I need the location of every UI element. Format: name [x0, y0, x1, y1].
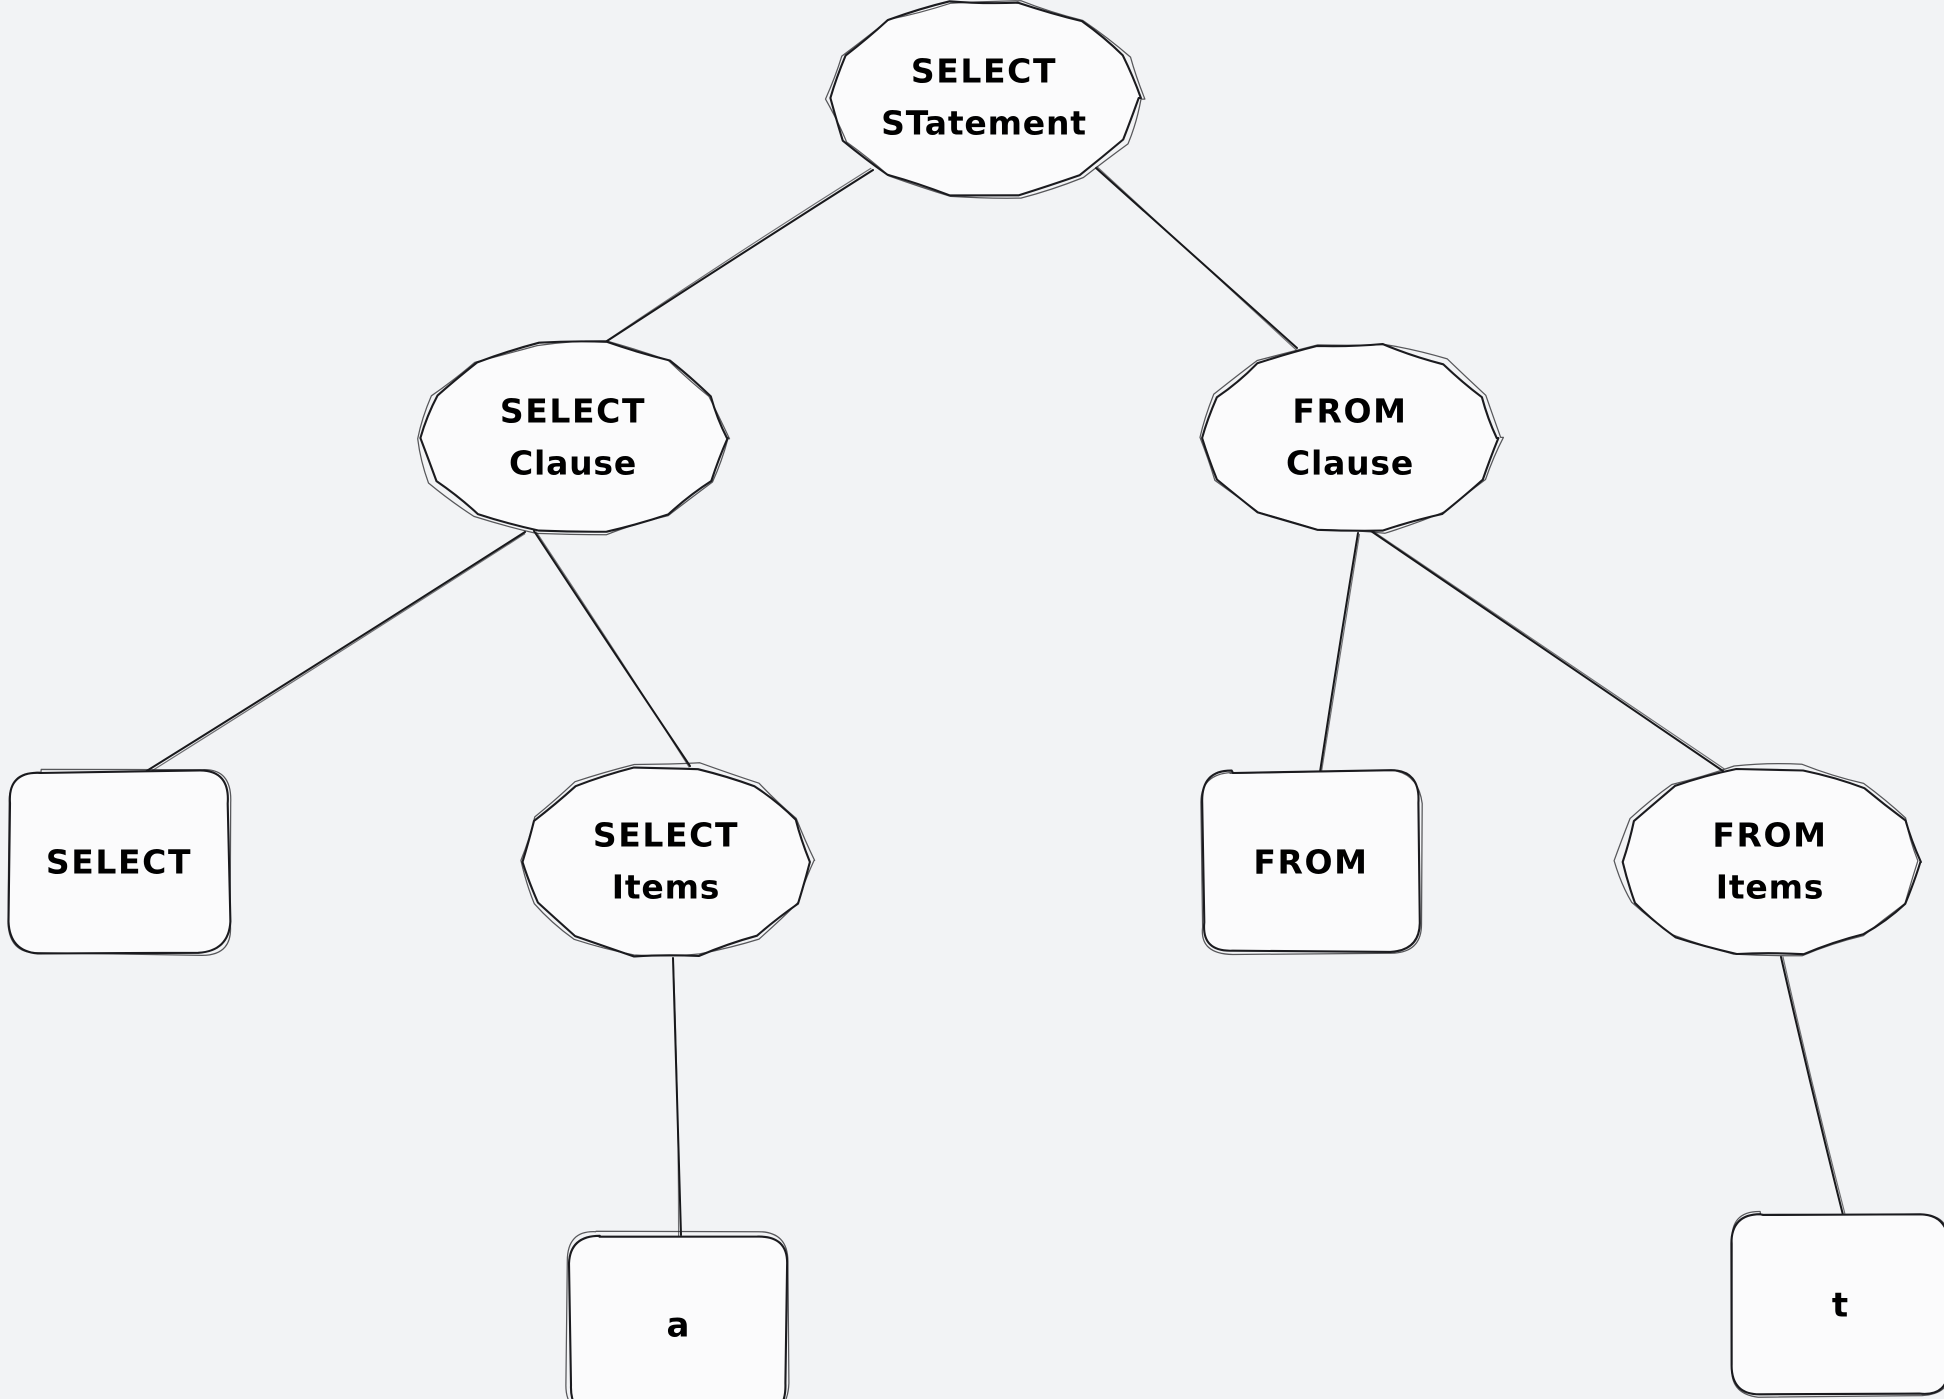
- edge-root-from-clause: [1095, 166, 1298, 351]
- edge-root-select-clause: [605, 167, 874, 342]
- node-label-from-clause-line2: Clause: [1286, 444, 1414, 483]
- edge-select-clause-items: [533, 530, 691, 768]
- edge-from-items-t: [1780, 956, 1846, 1216]
- node-label-column-a: a: [667, 1306, 690, 1346]
- node-from-items[interactable]: FROM Items: [1613, 762, 1922, 957]
- node-outline-column-a: [567, 1234, 789, 1399]
- node-select-items[interactable]: SELECT Items: [520, 762, 816, 958]
- node-label-select-items-line2: Items: [612, 868, 720, 907]
- node-from-clause[interactable]: FROM Clause: [1199, 342, 1505, 534]
- node-outline-select-statement: [829, 0, 1142, 197]
- node-label-select-items-line1: SELECT: [593, 816, 739, 855]
- node-label-from-clause-line1: FROM: [1292, 392, 1407, 431]
- node-select-clause[interactable]: SELECT Clause: [417, 340, 731, 536]
- node-label-select-clause-line1: SELECT: [500, 392, 646, 431]
- node-label-from-terminal: FROM: [1253, 843, 1368, 882]
- node-outline-ghost-table-t: [1731, 1210, 1944, 1398]
- node-outline-ghost-select-clause: [417, 340, 731, 536]
- node-outline-ghost-select-items: [520, 762, 816, 957]
- edges-layer: [144, 166, 1846, 1237]
- node-label-from-items-line1: FROM: [1712, 816, 1827, 855]
- node-outline-from-clause: [1201, 342, 1500, 532]
- node-label-select-terminal: SELECT: [46, 843, 192, 882]
- edge-select-items-a: [672, 957, 682, 1237]
- node-outline-ghost-from-terminal: [1200, 769, 1423, 956]
- node-select-statement[interactable]: SELECT STatement: [824, 0, 1146, 199]
- node-label-table-t: t: [1832, 1286, 1848, 1326]
- nodes-layer: SELECTSTatementSELECTClauseFROMClauseSEL…: [7, 0, 1944, 1399]
- node-outline-ghost-column-a: [565, 1230, 790, 1399]
- node-outline-ghost-from-clause: [1199, 343, 1505, 534]
- edge-select-clause-terminal: [144, 531, 526, 775]
- node-label-select-statement-line1: SELECT: [911, 52, 1057, 91]
- node-label-select-clause-line2: Clause: [509, 444, 637, 483]
- node-outline-select-items: [521, 766, 811, 958]
- node-label-select-statement-line2: STatement: [881, 104, 1087, 143]
- edge-from-clause-terminal: [1319, 532, 1360, 773]
- node-outline-ghost-select-terminal: [7, 768, 232, 957]
- node-from-terminal[interactable]: FROM: [1200, 769, 1423, 956]
- node-outline-table-t: [1730, 1213, 1944, 1396]
- edge-from-clause-items: [1370, 530, 1725, 772]
- node-outline-ghost-from-items: [1613, 762, 1919, 957]
- node-column-a[interactable]: a: [565, 1230, 790, 1399]
- node-label-from-items-line2: Items: [1716, 868, 1824, 907]
- node-outline-ghost-select-statement: [824, 0, 1146, 199]
- node-select-terminal[interactable]: SELECT: [7, 768, 232, 957]
- node-outline-from-items: [1621, 767, 1922, 956]
- node-table-t[interactable]: t: [1730, 1210, 1944, 1398]
